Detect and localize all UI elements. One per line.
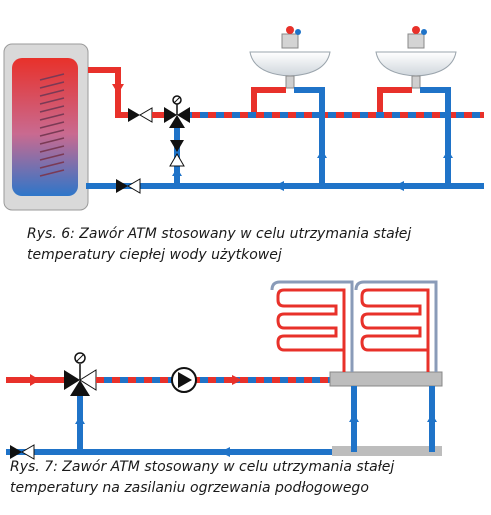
hot-water-tank — [3, 43, 89, 211]
arrow-supply-in — [30, 374, 40, 386]
mixed-supply-pipe — [190, 112, 484, 118]
tank-heating-coil — [39, 73, 65, 177]
sink-1-cold-riser — [294, 87, 325, 186]
sink-2-hot-riser — [377, 87, 412, 112]
figure-1-caption: Rys. 6: Zawór ATM stosowany w celu utrzy… — [27, 224, 491, 266]
flow-arrows-fig1 — [172, 168, 404, 191]
arrow-supply-manifold — [232, 375, 242, 385]
atm-mixing-valve-1 — [164, 95, 190, 128]
washbasin-2 — [375, 26, 457, 89]
arrow-bypass-up — [75, 416, 85, 424]
sink-2-cold-riser — [420, 87, 451, 186]
figure-2-caption-line-2: temperatury na zasilaniu ogrzewania podł… — [10, 480, 369, 496]
figure-1-caption-line-1: Rys. 6: Zawór ATM stosowany w celu utrzy… — [27, 226, 412, 242]
check-valve-bypass — [169, 140, 185, 167]
figure-1-diagram — [3, 26, 484, 211]
sink-1-hot-riser — [251, 87, 286, 112]
arrow-hot-down — [112, 84, 124, 94]
arrow-return — [220, 447, 230, 457]
figure-2-caption-line-1: Rys. 7: Zawór ATM stosowany w celu utrzy… — [10, 459, 395, 475]
floor-heating-loop-1 — [270, 280, 354, 372]
arrow-manifold-left — [349, 414, 359, 422]
return-manifold — [332, 446, 442, 456]
arrow-sink2-up — [443, 150, 453, 158]
washbasin-1 — [249, 26, 331, 89]
circulation-pump — [171, 367, 197, 393]
floor-heating-loop-2 — [354, 280, 438, 372]
mixed-floor-supply-pipe — [96, 377, 332, 383]
check-valve-hot — [128, 107, 153, 123]
arrow-sink1-up — [317, 150, 327, 158]
figure-2-diagram — [6, 280, 443, 460]
hot-outlet-pipe — [88, 67, 128, 118]
atm-mixing-valve-2 — [64, 352, 97, 396]
figure-1-caption-line-2: temperatury ciepłej wody użytkowej — [27, 247, 282, 263]
figure-2-caption: Rys. 7: Zawór ATM stosowany w celu utrzy… — [10, 457, 491, 499]
check-valve-cold — [116, 178, 141, 194]
check-valve-return — [10, 444, 35, 460]
arrow-manifold-right — [427, 414, 437, 422]
floor-heating-manifold — [329, 371, 443, 387]
